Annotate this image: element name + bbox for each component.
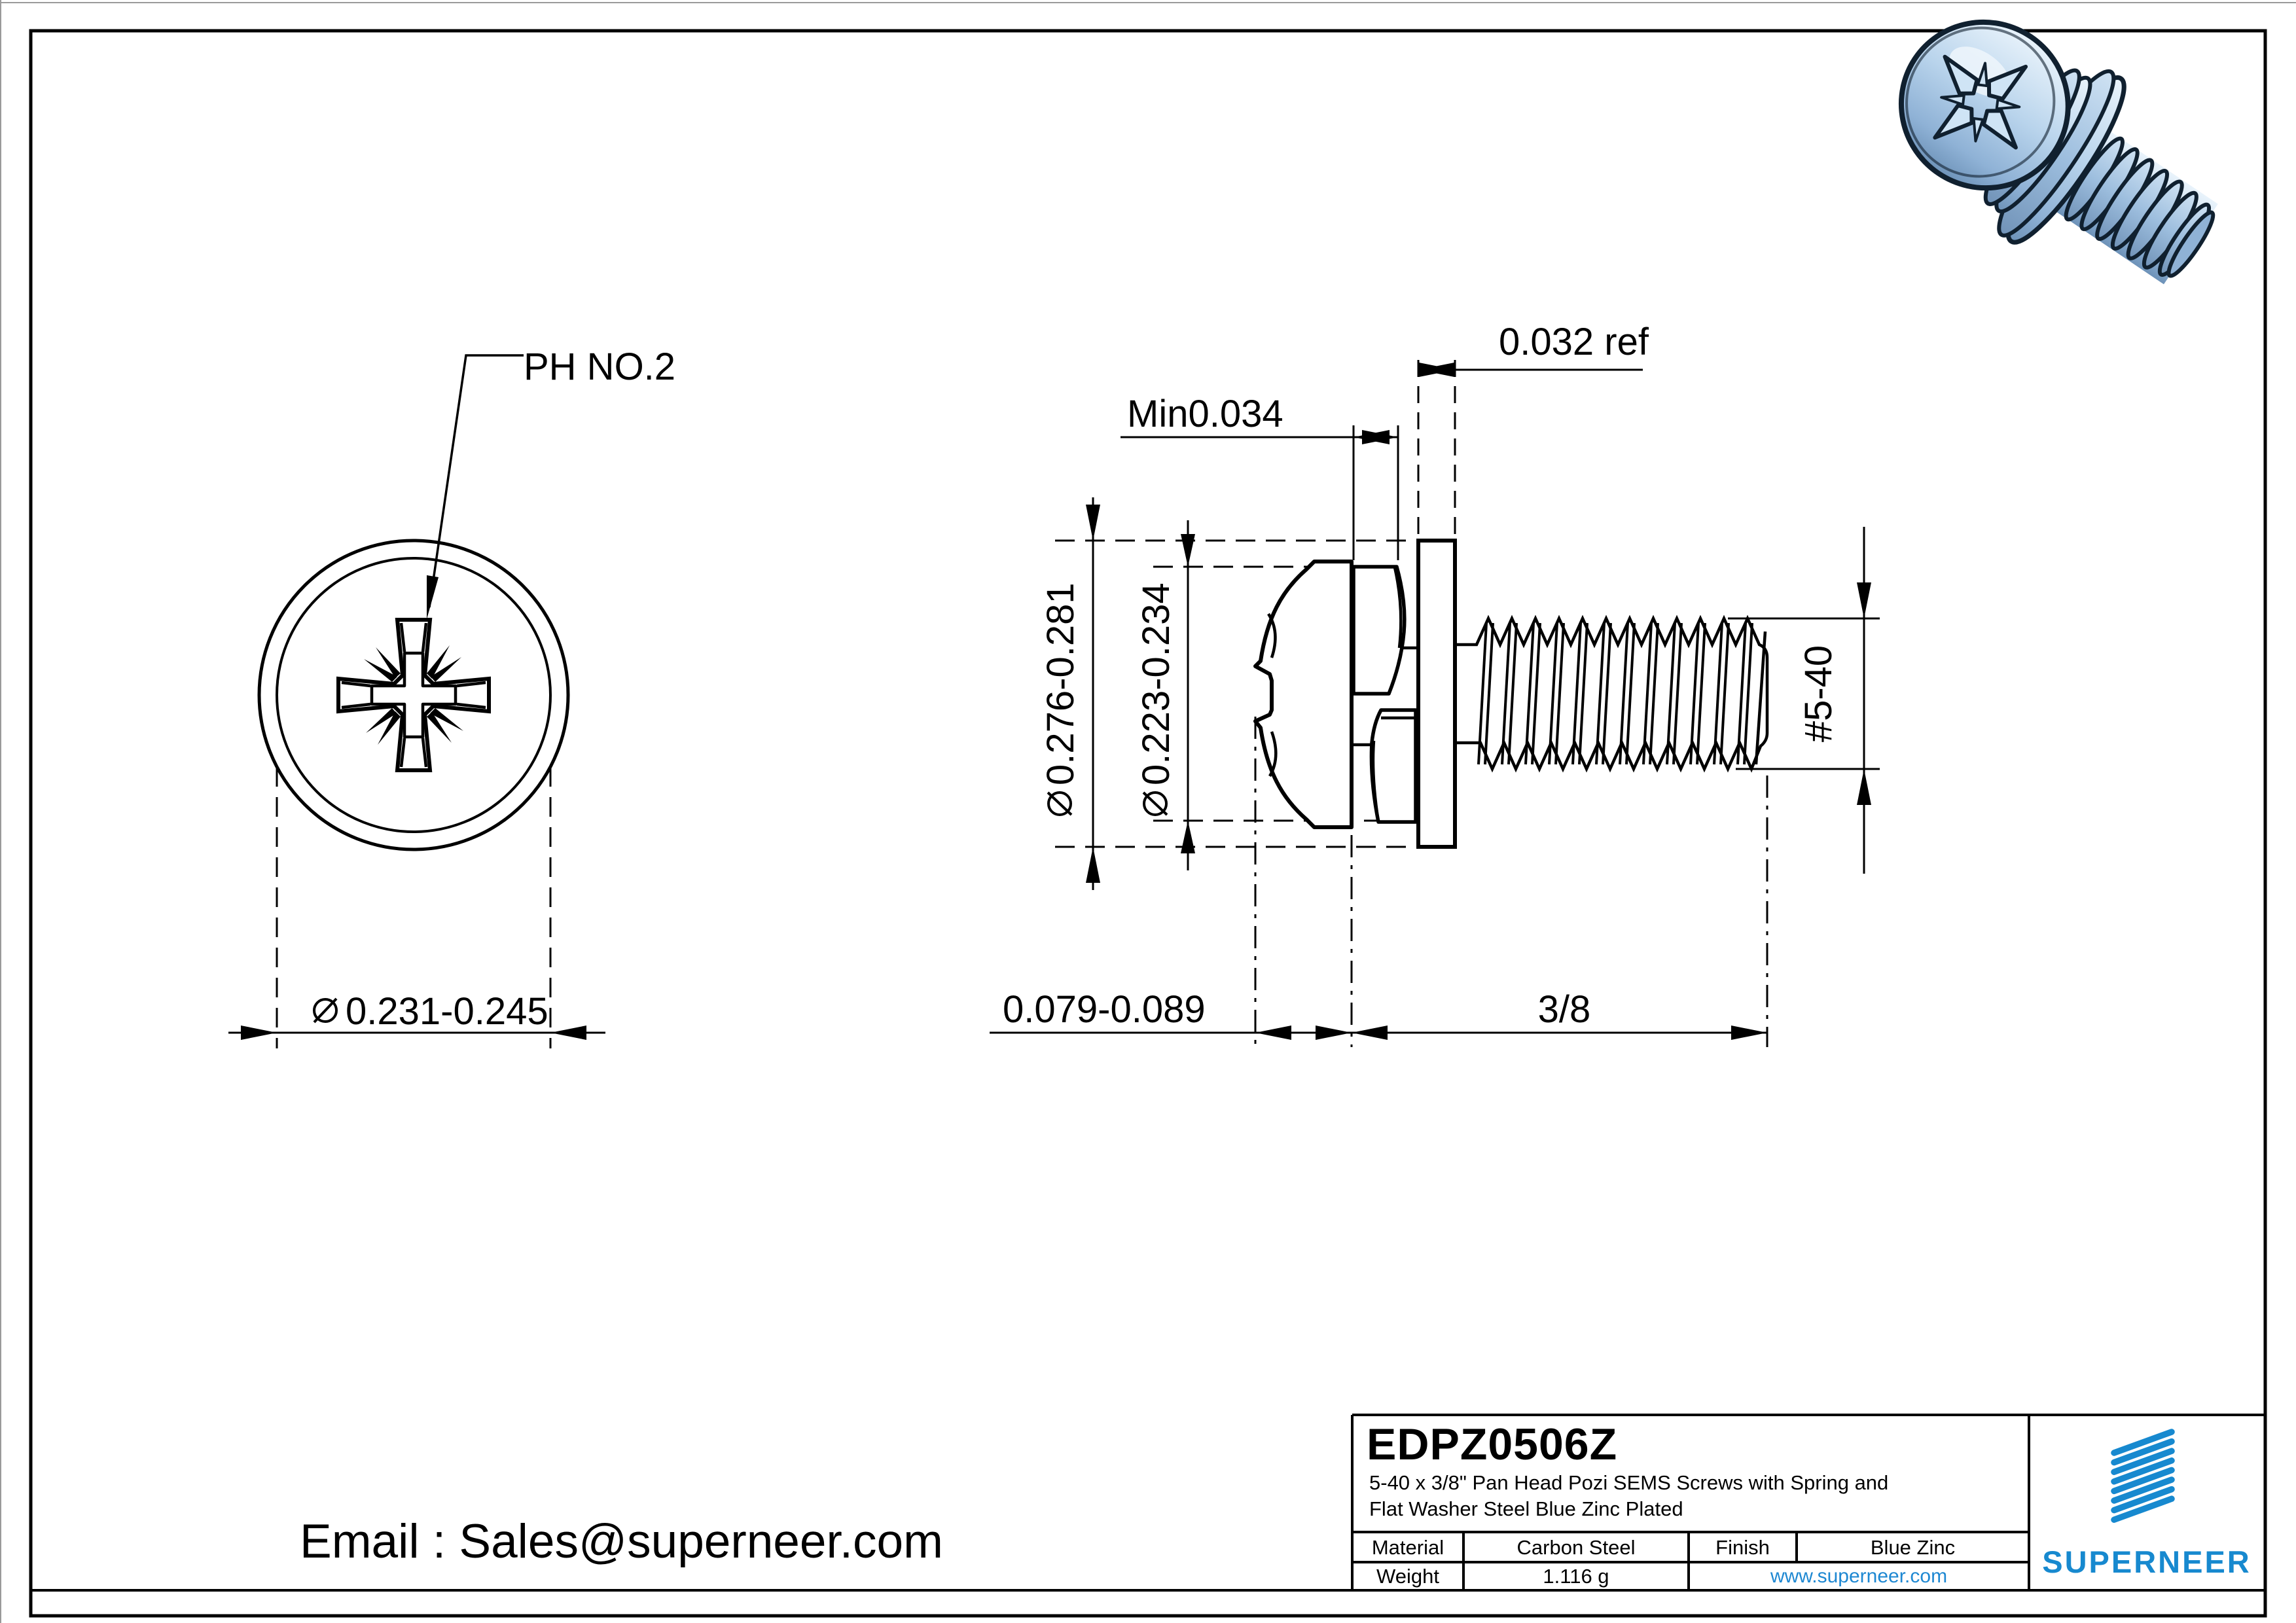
description-line2: Flat Washer Steel Blue Zinc Plated <box>1369 1497 1683 1520</box>
screw-3d-render <box>1898 19 2218 285</box>
diameter-symbol <box>1047 791 1073 816</box>
flat-washer-profile <box>1416 539 1457 849</box>
dim-spring-min: Min0.034 <box>1121 393 1399 560</box>
ph-no2-label: PH NO.2 <box>524 346 675 388</box>
finish-value: Blue Zinc <box>1870 1535 1956 1559</box>
thread-size-label: #5-40 <box>1797 645 1840 742</box>
part-number: EDPZ0506Z <box>1367 1419 1618 1469</box>
pan-head-profile <box>1253 560 1354 829</box>
drawing-border <box>29 29 2267 1618</box>
washer-ref-label: 0.032 ref <box>1499 321 1649 363</box>
horizontal-extension-lines <box>1055 539 1418 848</box>
material-label: Material <box>1371 1535 1444 1559</box>
front-dia-dimension: 0.231-0.245 <box>228 767 605 1048</box>
brand-logo-icon <box>2111 1429 2175 1523</box>
weight-label: Weight <box>1376 1565 1439 1588</box>
finish-label: Finish <box>1715 1535 1770 1559</box>
diameter-symbol <box>313 997 338 1024</box>
leader-arrowhead <box>427 575 439 619</box>
spring-min-label: Min0.034 <box>1127 393 1283 435</box>
title-block-lines <box>1351 1414 2265 1590</box>
spring-washer-profile <box>1352 565 1418 824</box>
contact-email: Email : Sales@superneer.com <box>300 1515 943 1568</box>
head-recess-profile-lines <box>1267 613 1278 777</box>
head-od-value: 0.223-0.234 <box>1135 582 1177 785</box>
description-line1: 5-40 x 3/8" Pan Head Pozi SEMS Screws wi… <box>1369 1471 1889 1494</box>
pozi-inner-cross <box>370 651 457 739</box>
pozi-recess <box>336 618 491 772</box>
material-value: Carbon Steel <box>1516 1535 1636 1559</box>
leader-ph-no2: PH NO.2 <box>427 346 675 619</box>
dim-head-od: 0.223-0.234 <box>1135 520 1195 870</box>
side-view: 0.276-0.281 0.223-0.234 Min0.034 <box>990 321 1880 1047</box>
front-view: PH NO.2 0.231-0.245 <box>228 346 675 1048</box>
head-height-label: 0.079-0.089 <box>1003 988 1206 1031</box>
diameter-symbol <box>1142 791 1168 816</box>
dim-bottom: 0.079-0.089 3/8 <box>990 717 1768 1047</box>
dim-thread-size: #5-40 <box>1728 527 1880 874</box>
brand-wordmark: SUPERNEER <box>2042 1544 2251 1579</box>
flat-washer-od-value: 0.276-0.281 <box>1039 582 1082 785</box>
weight-value: 1.116 g <box>1543 1565 1609 1588</box>
front-dia-value: 0.231-0.245 <box>346 990 548 1033</box>
dim-flat-washer-od: 0.276-0.281 <box>1039 497 1100 890</box>
dim-washer-ref: 0.032 ref <box>1417 321 1649 534</box>
pozi-star-3d <box>1933 54 2028 150</box>
thread-length-label: 3/8 <box>1538 988 1591 1031</box>
website-link[interactable]: www.superneer.com <box>1770 1565 1948 1587</box>
